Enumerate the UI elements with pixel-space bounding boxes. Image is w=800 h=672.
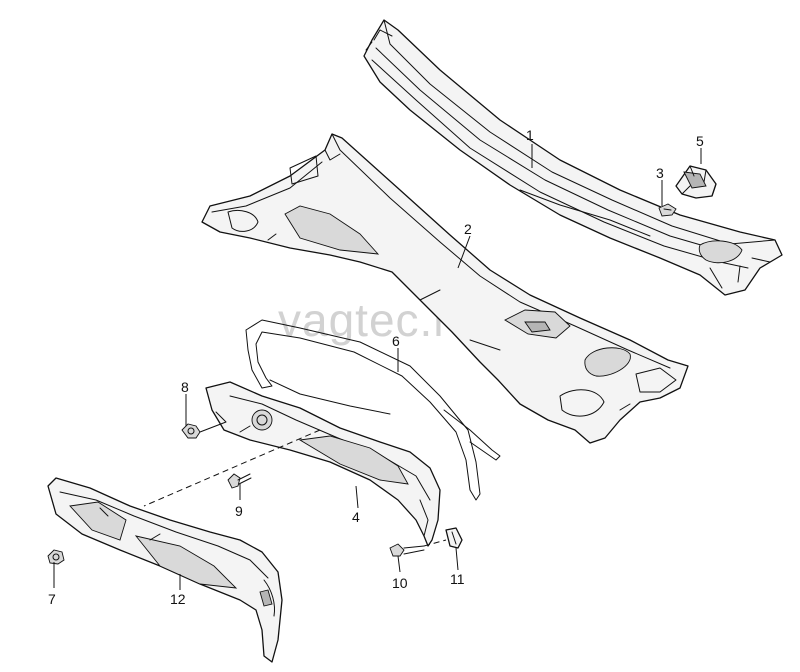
- callout-12: 12: [170, 591, 186, 607]
- callout-1: 1: [526, 127, 534, 143]
- callout-11: 11: [450, 571, 465, 587]
- callout-2: 2: [464, 221, 472, 237]
- alignment-lines: [143, 429, 447, 547]
- part-2-cowl-panel: [201, 133, 689, 444]
- callout-5: 5: [696, 133, 704, 149]
- part-11-clip: [445, 527, 463, 549]
- part-7-nut: [47, 549, 65, 565]
- callout-4: 4: [352, 509, 360, 525]
- part-10-bolt: [389, 543, 425, 557]
- callout-7: 7: [48, 591, 56, 607]
- part-9-screw: [227, 473, 252, 489]
- part-3-clip-nut: [658, 203, 677, 217]
- part-4-water-tray: [205, 381, 441, 547]
- callout-8: 8: [181, 379, 189, 395]
- leader-lines: [53, 144, 702, 590]
- callout-6: 6: [392, 333, 400, 349]
- callout-3: 3: [656, 165, 664, 181]
- callout-9: 9: [235, 503, 243, 519]
- part-6-seal: [245, 319, 501, 501]
- part-12-water-tray: [47, 477, 283, 663]
- callout-10: 10: [392, 575, 408, 591]
- part-1-cowl-trim: [363, 19, 783, 296]
- part-5-retainer-clip: [675, 165, 717, 199]
- part-8-nut: [181, 423, 201, 439]
